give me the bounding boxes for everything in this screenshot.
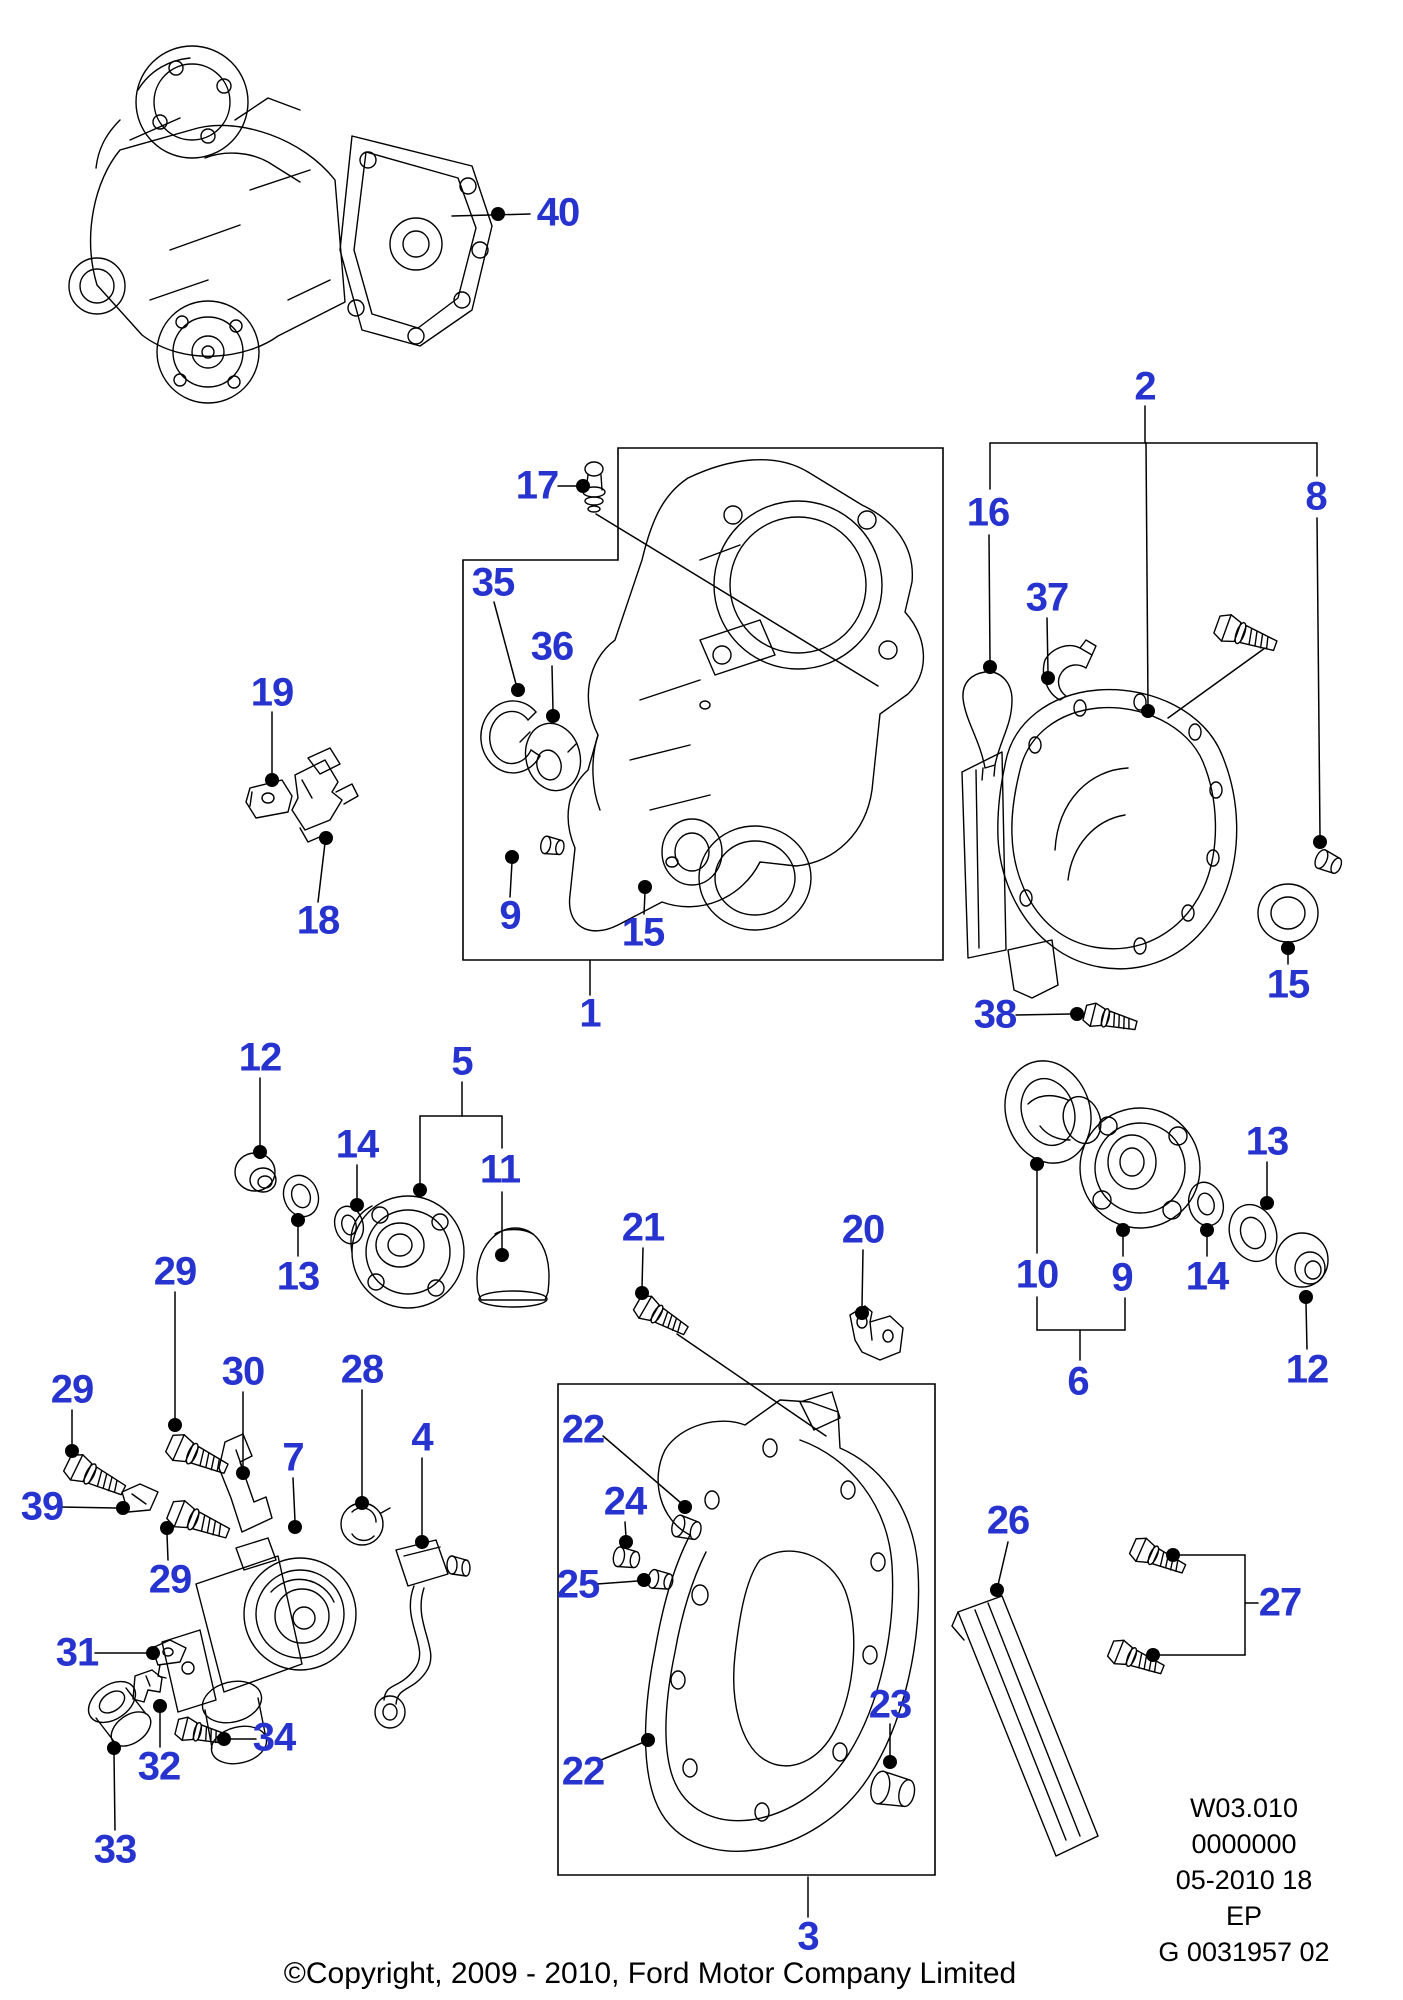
part-29-bolt-a <box>60 1449 131 1504</box>
part-12-bushing-left <box>235 1153 276 1192</box>
part-5-flange-hub <box>351 1196 464 1308</box>
part-33-grommet <box>81 1673 157 1753</box>
part-14-washer-right <box>1184 1178 1228 1229</box>
callout-6[interactable]: 6 <box>1067 1359 1089 1404</box>
callout-16[interactable]: 16 <box>966 490 1010 535</box>
callout-8[interactable]: 8 <box>1305 474 1327 519</box>
part-36-seal-washer <box>519 717 588 796</box>
part-7-shift-motor <box>162 1538 356 1769</box>
part-13-ring-left <box>278 1170 324 1221</box>
drawing-number: G 0031957 02 <box>1158 1937 1330 1967</box>
drawing-reference-block: W03.010 0000000 05-2010 18 EP G 0031957 … <box>1078 1790 1403 1970</box>
part-13-ring-right <box>1221 1198 1284 1268</box>
part-15-seal-right <box>1258 884 1318 942</box>
callout-12-2[interactable]: 12 <box>1285 1347 1329 1392</box>
callout-39[interactable]: 39 <box>20 1484 64 1529</box>
callout-29[interactable]: 29 <box>153 1249 197 1294</box>
part-24-bushing <box>611 1545 642 1571</box>
callout-9[interactable]: 9 <box>499 893 521 938</box>
part-26-plate <box>952 1596 1098 1856</box>
part-10-seal <box>992 1050 1104 1175</box>
callout-15-2[interactable]: 15 <box>1266 962 1310 1007</box>
part-40-transfer-case-assembly <box>69 46 492 403</box>
callout-19[interactable]: 19 <box>250 670 294 715</box>
part-2-cover-bolt <box>1211 610 1281 660</box>
part-27-screw-1 <box>1127 1534 1190 1581</box>
callout-1[interactable]: 1 <box>579 991 601 1036</box>
group-box-1 <box>463 448 943 960</box>
callout-25[interactable]: 25 <box>556 1562 600 1607</box>
callout-22-2[interactable]: 22 <box>561 1749 605 1794</box>
part-2-rear-housing <box>962 690 1237 998</box>
part-6-output-flange <box>1028 1091 1200 1228</box>
part-18-switch <box>292 748 358 842</box>
part-8-dowel-pin <box>1311 847 1345 878</box>
callout-35[interactable]: 35 <box>471 560 515 605</box>
part-23-plug <box>866 1768 919 1812</box>
callout-15[interactable]: 15 <box>621 910 665 955</box>
part-16-gasket <box>963 672 1012 780</box>
part-30-bracket <box>219 1434 272 1532</box>
callout-17[interactable]: 17 <box>515 463 559 508</box>
callout-14-2[interactable]: 14 <box>1185 1254 1229 1299</box>
callout-20[interactable]: 20 <box>841 1207 885 1252</box>
callout-11[interactable]: 11 <box>479 1147 521 1192</box>
callout-32[interactable]: 32 <box>137 1744 181 1789</box>
callout-38[interactable]: 38 <box>973 992 1017 1037</box>
callout-28[interactable]: 28 <box>340 1347 384 1392</box>
part-37-retainer <box>1043 640 1096 700</box>
callout-21[interactable]: 21 <box>621 1205 665 1250</box>
part-3-cover <box>646 1392 919 1851</box>
callout-3[interactable]: 3 <box>797 1914 819 1959</box>
callout-40[interactable]: 40 <box>536 190 580 235</box>
callout-33[interactable]: 33 <box>93 1827 137 1872</box>
callout-26[interactable]: 26 <box>986 1498 1030 1543</box>
part-19-clip <box>246 780 292 818</box>
part-31-lever <box>152 1640 186 1678</box>
part-28-damper <box>341 1503 390 1545</box>
callout-13-2[interactable]: 13 <box>1245 1119 1289 1164</box>
callout-37[interactable]: 37 <box>1025 575 1069 620</box>
part-11-cap <box>477 1228 549 1307</box>
part-ref: 0000000 <box>1191 1829 1297 1859</box>
callout-5[interactable]: 5 <box>451 1039 473 1084</box>
part-35-snap-ring <box>481 701 540 773</box>
callout-7[interactable]: 7 <box>282 1435 304 1480</box>
callout-13[interactable]: 13 <box>276 1254 320 1299</box>
callout-14[interactable]: 14 <box>335 1122 379 1167</box>
part-38-screw <box>1081 1000 1140 1038</box>
callout-27[interactable]: 27 <box>1258 1580 1302 1625</box>
part-1-front-housing <box>568 460 923 931</box>
callout-4[interactable]: 4 <box>411 1415 433 1460</box>
part-15-seal-left <box>662 819 722 885</box>
callout-18[interactable]: 18 <box>296 898 340 943</box>
date-ref: 05-2010 18 <box>1175 1865 1313 1895</box>
callout-31[interactable]: 31 <box>55 1630 99 1675</box>
callout-24[interactable]: 24 <box>603 1479 647 1524</box>
callout-23[interactable]: 23 <box>868 1682 912 1727</box>
callout-29-2[interactable]: 29 <box>50 1367 94 1412</box>
part-4-sensor-cable <box>375 1540 470 1728</box>
callout-34[interactable]: 34 <box>252 1715 296 1760</box>
market-ref: EP <box>1225 1901 1263 1931</box>
callout-2[interactable]: 2 <box>1134 364 1156 409</box>
part-32-link-rod <box>133 1670 162 1702</box>
copyright-notice: ©Copyright, 2009 - 2010, Ford Motor Comp… <box>283 1957 1017 1990</box>
callout-30[interactable]: 30 <box>221 1349 265 1394</box>
part-12-bushing-right <box>1276 1233 1328 1287</box>
part-9-pin-left <box>538 834 566 858</box>
callout-10[interactable]: 10 <box>1015 1252 1059 1297</box>
callout-36[interactable]: 36 <box>530 624 574 669</box>
part-22-bushing-upper <box>668 1513 705 1544</box>
callout-9-2[interactable]: 9 <box>1111 1255 1133 1300</box>
callout-22[interactable]: 22 <box>561 1407 605 1452</box>
callout-29-3[interactable]: 29 <box>148 1557 192 1602</box>
group-box-3 <box>558 1384 935 1875</box>
part-29-bolt-c <box>164 1496 234 1547</box>
callout-12[interactable]: 12 <box>238 1035 282 1080</box>
frame-ref: W03.010 <box>1189 1793 1299 1823</box>
